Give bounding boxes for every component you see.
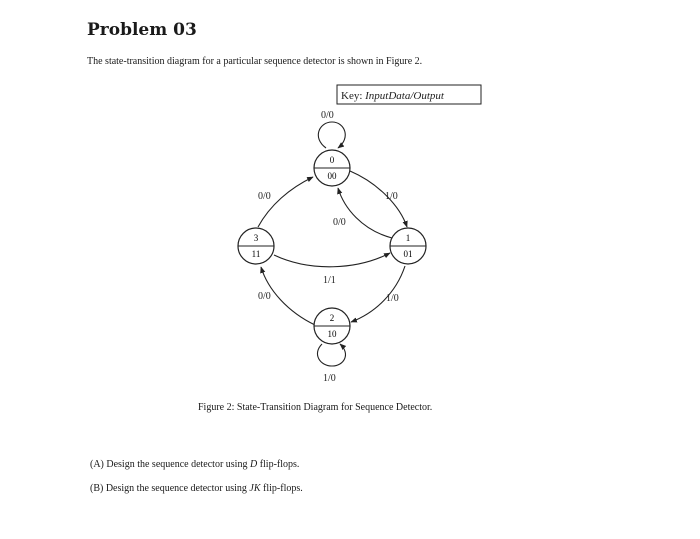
state-1-number: 1 [406,233,411,243]
question-a: (A) Design the sequence detector using D… [90,459,300,470]
state-0-number: 0 [330,155,335,165]
edge-s2-to-s3 [260,266,316,326]
label-s0-self: 0/0 [321,110,334,121]
state-3: 3 11 [237,227,275,265]
edge-s1-to-s2 [350,265,406,323]
state-3-number: 3 [254,233,259,243]
edge-s2-self [317,343,347,367]
question-b: (B) Design the sequence detector using J… [90,483,303,494]
figure-caption: Figure 2: State-Transition Diagram for S… [198,402,433,413]
label-s3-to-s0: 0/0 [258,191,271,202]
state-1: 1 01 [389,227,427,265]
problem-intro: The state-transition diagram for a parti… [87,56,423,67]
edge-s3-to-s1 [273,252,391,268]
edge-s0-self [317,121,346,149]
state-transition-diagram: Key: InputData/Output 0/0 1/0 0/0 1/0 1/… [237,84,482,384]
state-0-code: 00 [328,171,338,181]
edge-s0-to-s1 [349,170,408,228]
label-s0-to-s1: 1/0 [385,191,398,202]
label-s3-to-s1: 1/1 [323,275,336,286]
state-2-code: 10 [328,329,338,339]
edge-s1-to-s0 [337,187,393,239]
label-s2-to-s3: 0/0 [258,291,271,302]
key-label: Key: InputData/Output [341,90,445,102]
label-s1-to-s2: 1/0 [386,293,399,304]
edge-s3-to-s0 [257,176,314,228]
state-0: 0 00 [313,149,351,187]
state-2: 2 10 [313,307,351,345]
label-s2-self: 1/0 [323,373,336,384]
state-1-code: 01 [404,249,413,259]
state-2-number: 2 [330,313,335,323]
state-3-code: 11 [252,249,261,259]
problem-title: Problem 03 [87,20,197,40]
label-s1-to-s0: 0/0 [333,217,346,228]
key-box: Key: InputData/Output [336,84,482,105]
